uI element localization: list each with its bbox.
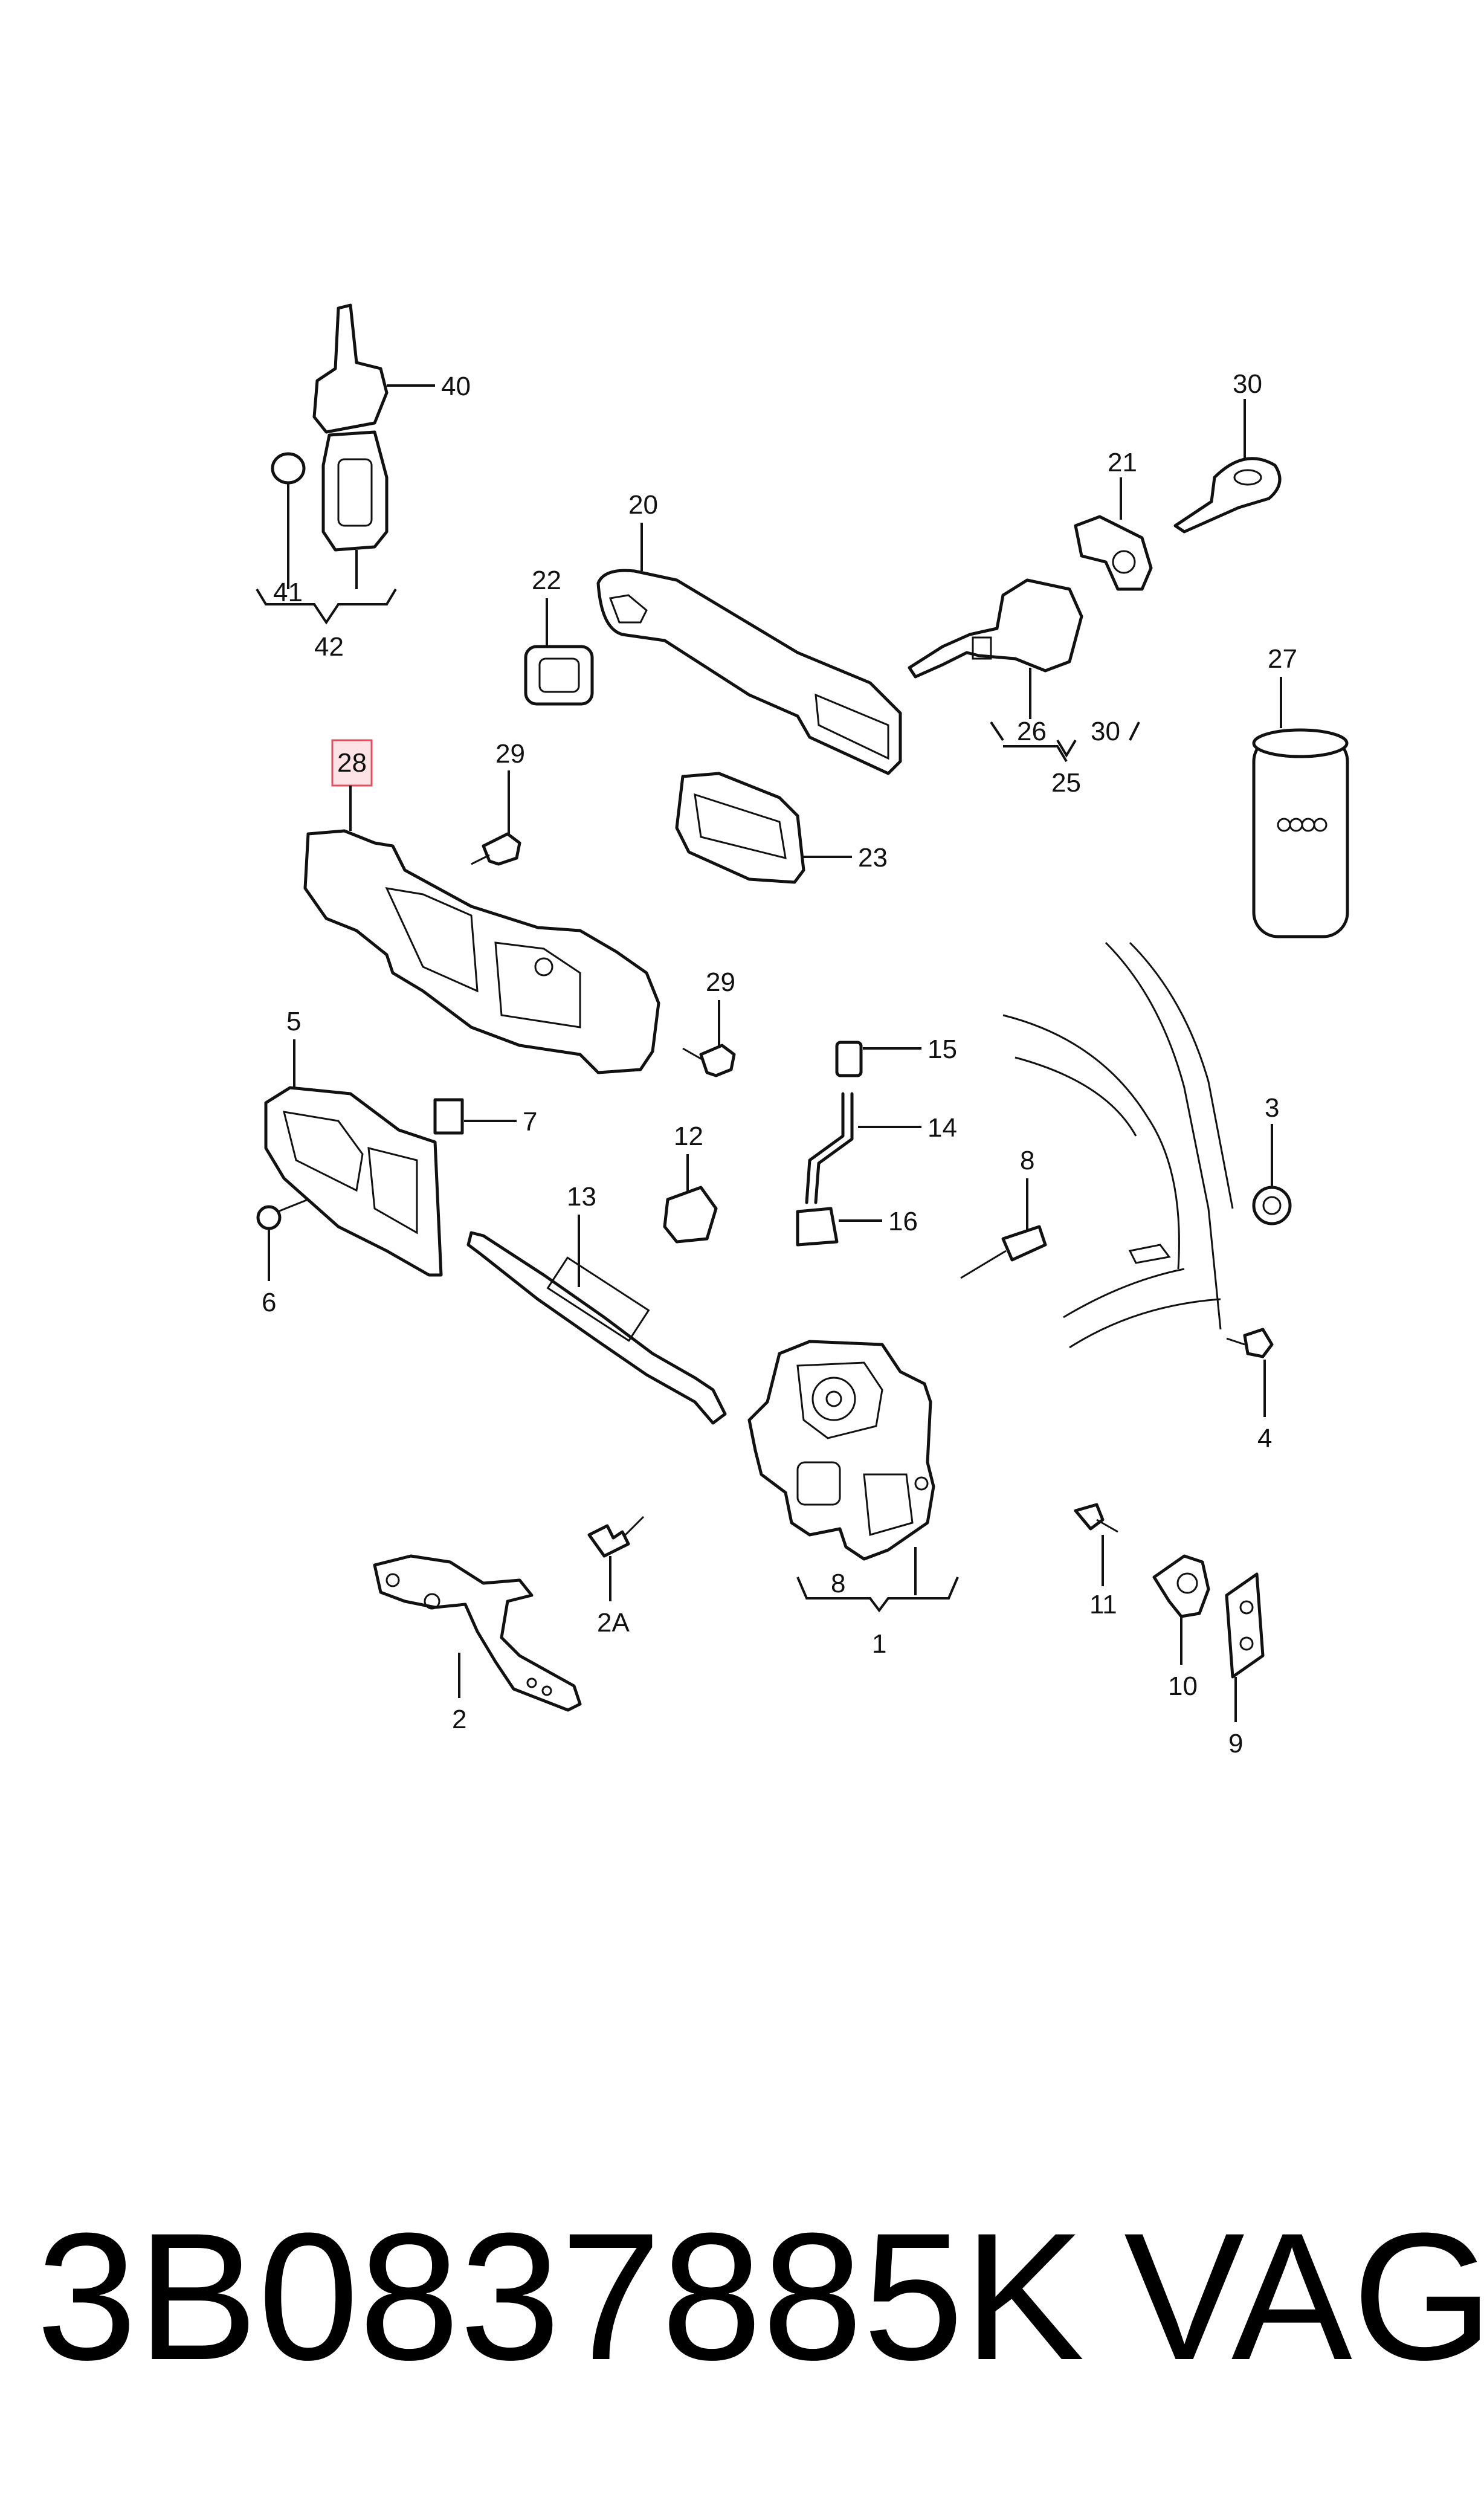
brand-text: VAG bbox=[1124, 2195, 1484, 2398]
callout-29b: 29 bbox=[706, 967, 735, 997]
callout-7: 7 bbox=[523, 1107, 537, 1137]
grommet-part-16: 16 bbox=[796, 1207, 918, 1247]
callout-23: 23 bbox=[858, 843, 888, 873]
grommet-part-3: 3 bbox=[1252, 1093, 1292, 1225]
callout-13: 13 bbox=[567, 1182, 596, 1212]
callout-1: 1 bbox=[872, 1629, 886, 1659]
callout-15: 15 bbox=[928, 1035, 957, 1064]
screw-part-29-lower: 29 bbox=[682, 967, 736, 1077]
key-head-part-40: 40 bbox=[312, 303, 471, 434]
callout-8b: 8 bbox=[831, 1569, 845, 1598]
callout-8a: 8 bbox=[1020, 1146, 1034, 1175]
screw-part-29-upper: 29 bbox=[471, 739, 525, 866]
callout-41: 41 bbox=[273, 578, 303, 607]
striker-part-10: 10 bbox=[1152, 1554, 1210, 1701]
callout-26: 26 bbox=[1017, 717, 1047, 746]
clip-part-12: 12 bbox=[663, 1122, 718, 1244]
gasket-part-23: 23 bbox=[675, 772, 888, 884]
door-frame-outline bbox=[1002, 941, 1234, 1349]
screw-part-6: 6 bbox=[256, 1198, 309, 1317]
callout-29a: 29 bbox=[495, 739, 525, 769]
callout-5: 5 bbox=[286, 1007, 301, 1036]
callout-27: 27 bbox=[1268, 644, 1297, 674]
callout-16: 16 bbox=[888, 1207, 918, 1236]
outer-handle-part-20: 20 bbox=[596, 490, 902, 775]
callout-40: 40 bbox=[441, 372, 471, 401]
callout-6: 6 bbox=[262, 1288, 276, 1317]
callout-10: 10 bbox=[1168, 1671, 1198, 1701]
bolt-part-15: 15 bbox=[835, 1035, 957, 1077]
plate-part-9: 9 bbox=[1225, 1572, 1265, 1758]
callout-4: 4 bbox=[1257, 1424, 1272, 1453]
bolt-part-4: 4 bbox=[1226, 1328, 1274, 1453]
callout-3: 3 bbox=[1265, 1093, 1279, 1123]
seal-part-22: 22 bbox=[524, 566, 594, 706]
lock-cover-part-21: 21 bbox=[1074, 448, 1153, 591]
lubricant-can-part-27: 27 bbox=[1252, 644, 1349, 938]
bracket-part-2: 2 bbox=[373, 1554, 582, 1734]
callout-42: 42 bbox=[314, 632, 344, 662]
callout-2: 2 bbox=[452, 1705, 466, 1734]
cable-part-13: 13 bbox=[466, 1182, 727, 1425]
callout-20: 20 bbox=[628, 490, 658, 520]
door-lock-part-1: 8 1 bbox=[747, 1340, 959, 1659]
screw-part-11: 11 bbox=[1074, 1503, 1118, 1619]
callout-11: 11 bbox=[1089, 1590, 1117, 1619]
callout-22: 22 bbox=[532, 566, 561, 595]
callout-25: 25 bbox=[1051, 768, 1081, 798]
key-part-30: 30 bbox=[1173, 369, 1282, 534]
callout-2a: 2A bbox=[597, 1608, 630, 1638]
callout-30a: 30 bbox=[1233, 369, 1262, 399]
part-number-text: 3B0837885K bbox=[36, 2195, 1085, 2398]
callout-14: 14 bbox=[928, 1113, 957, 1143]
callout-21: 21 bbox=[1108, 448, 1137, 477]
callout-28-highlight bbox=[331, 739, 373, 787]
lock-cylinder-part-26: 26 30 25 bbox=[908, 578, 1140, 798]
callout-12: 12 bbox=[674, 1122, 703, 1151]
pin-part-2a: 2A bbox=[587, 1516, 645, 1638]
handle-carrier-part-28: 28 bbox=[303, 739, 660, 1074]
callout-9: 9 bbox=[1228, 1729, 1243, 1758]
key-fob-part-42: 41 42 bbox=[256, 430, 397, 662]
rod-part-14: 14 bbox=[805, 1092, 957, 1204]
clip-part-7: 7 bbox=[433, 1098, 537, 1137]
callout-28: 28 bbox=[337, 748, 367, 778]
interior-handle-part-5: 5 bbox=[264, 1007, 443, 1277]
rod-part-8: 8 bbox=[960, 1146, 1047, 1279]
callout-30b: 30 bbox=[1091, 717, 1120, 746]
